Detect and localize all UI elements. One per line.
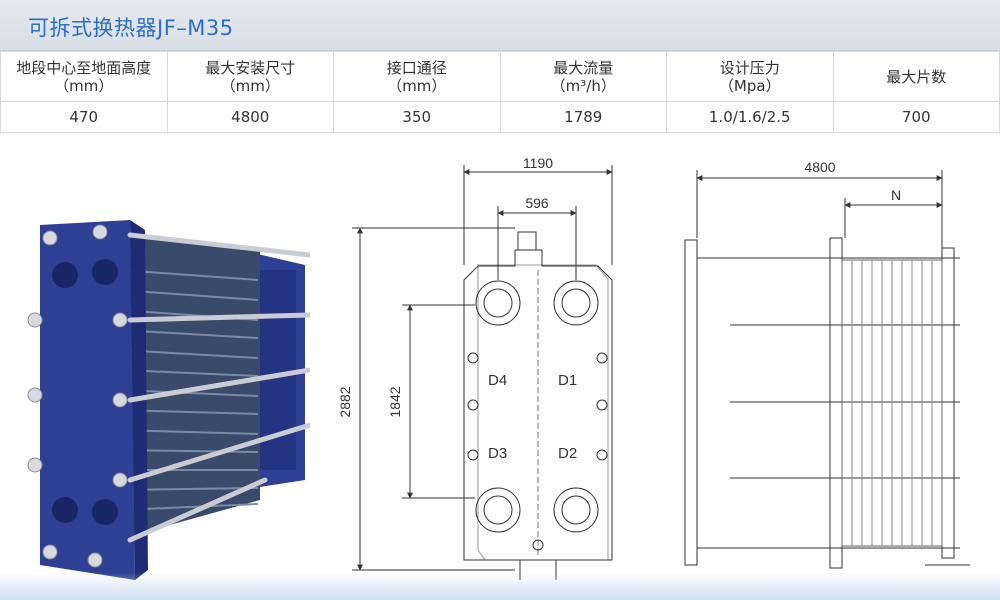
header-cell: 最大安装尺寸（mm） [166, 51, 334, 102]
table-cell: 470 [0, 101, 168, 133]
table-cell: 4800 [166, 101, 334, 133]
port-label: D2 [558, 445, 577, 462]
table-cell: 700 [832, 101, 1000, 133]
port-label: D3 [488, 445, 507, 462]
dim-port-spacing: 596 [525, 195, 549, 211]
header-cell: 设计压力（Mpa） [666, 51, 834, 102]
header-cell: 地段中心至地面高度（mm） [0, 51, 168, 102]
page-title: 可拆式换热器JF–M35 [28, 16, 234, 40]
technical-drawing: 1190 596 2882 1842 D4 D1 D3 D2 4800 N [337, 155, 970, 580]
table-cell: 1.0/1.6/2.5 [666, 101, 834, 133]
dim-compression-label: N [891, 187, 901, 203]
table-header-row: 地段中心至地面高度（mm） 最大安装尺寸（mm） 接口通径（mm） 最大流量（m… [0, 51, 1000, 102]
table-cell: 1789 [499, 101, 667, 133]
header-cell: 最大片数 [832, 51, 1000, 102]
dim-port-vertical: 1842 [387, 386, 403, 417]
dim-overall-height: 2882 [337, 386, 353, 417]
table-row: 470 4800 350 1789 1.0/1.6/2.5 700 [0, 101, 1000, 133]
dim-overall-width: 1190 [523, 155, 553, 171]
port-label: D4 [488, 372, 507, 389]
port-label: D1 [558, 372, 577, 389]
header-cell: 接口通径（mm） [333, 51, 501, 102]
table-cell: 350 [333, 101, 501, 133]
header-cell: 最大流量（m³/h） [499, 51, 667, 102]
spec-table: 地段中心至地面高度（mm） 最大安装尺寸（mm） 接口通径（mm） 最大流量（m… [0, 51, 1000, 133]
bottom-fade [0, 572, 1000, 600]
product-photo [27, 220, 310, 580]
dim-overall-length: 4800 [804, 159, 835, 175]
title-bar: 可拆式换热器JF–M35 [0, 0, 1000, 51]
